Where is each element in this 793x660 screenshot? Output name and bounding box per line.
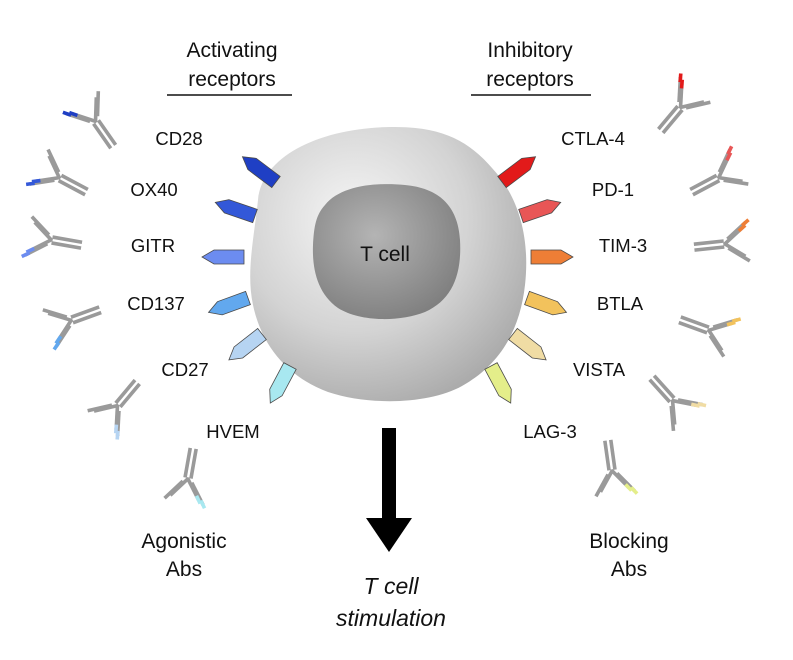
receptor-label-hvem: HVEM <box>206 421 259 442</box>
receptor-label-cd27: CD27 <box>161 359 208 380</box>
agonistic-label-line1: Agonistic <box>141 530 226 553</box>
receptor-cd27 <box>228 327 267 361</box>
inhibitory-header-line1: Inhibitory <box>487 39 573 62</box>
agonistic-abs-label: Agonistic Abs <box>141 530 226 581</box>
antibody-layer <box>20 73 751 510</box>
activating-header-line1: Activating <box>186 39 277 62</box>
agonistic-antibody-cd27 <box>87 378 141 440</box>
receptor-btla <box>524 290 568 316</box>
t-cell: T cell <box>250 126 527 402</box>
blocking-antibody-tim3 <box>693 218 751 263</box>
blocking-label-line2: Abs <box>611 558 647 581</box>
receptor-label-lag3: LAG-3 <box>523 421 576 442</box>
result-label-line2: stimulation <box>336 605 446 631</box>
receptor-ctla4 <box>497 156 537 189</box>
receptor-label-tim3: TIM-3 <box>599 235 647 256</box>
receptor-pd1 <box>518 199 562 224</box>
inhibitory-header-line2: receptors <box>486 68 574 91</box>
result-label-line1: T cell <box>364 573 420 599</box>
blocking-antibody-lag3 <box>594 439 639 498</box>
arrow-head <box>366 518 412 552</box>
receptor-label-gitr: GITR <box>131 235 175 256</box>
receptor-label-cd137: CD137 <box>127 293 185 314</box>
blocking-antibody-pd1 <box>689 145 749 197</box>
receptor-label-ctla4: CTLA-4 <box>561 128 625 149</box>
blocking-label-line1: Blocking <box>589 530 668 553</box>
receptor-label-pd1: PD-1 <box>592 179 634 200</box>
inhibitory-receptor-labels: CTLA-4 PD-1 TIM-3 BTLA VISTA LAG-3 <box>523 128 647 442</box>
agonistic-antibody-cd137 <box>42 305 102 351</box>
agonistic-antibody-cd28 <box>62 91 118 150</box>
receptor-tim3 <box>530 249 574 265</box>
receptor-lag3 <box>484 362 512 404</box>
receptor-cd137 <box>207 290 251 316</box>
activating-header-line2: receptors <box>188 68 276 91</box>
activating-receptor-labels: CD28 OX40 GITR CD137 CD27 HVEM <box>127 128 260 442</box>
receptor-cd28 <box>241 156 281 189</box>
receptor-gitr <box>201 249 245 265</box>
arrow-shaft <box>382 428 396 520</box>
t-cell-stimulation-label: T cell stimulation <box>336 573 446 631</box>
stimulation-arrow <box>366 428 412 552</box>
receptor-ox40 <box>214 199 258 224</box>
agonistic-antibody-hvem <box>163 447 207 510</box>
receptor-vista <box>508 327 547 361</box>
agonistic-antibody-ox40 <box>25 148 89 197</box>
agonistic-antibody-gitr <box>20 215 83 259</box>
receptor-label-cd28: CD28 <box>155 128 202 149</box>
activating-receptors-header: Activating receptors <box>167 39 292 96</box>
receptor-label-ox40: OX40 <box>130 179 177 200</box>
blocking-antibody-ctla4 <box>657 73 711 135</box>
receptor-hvem <box>269 362 297 404</box>
cell-label: T cell <box>360 243 410 266</box>
blocking-antibody-btla <box>678 315 742 358</box>
receptor-label-vista: VISTA <box>573 359 626 380</box>
blocking-abs-label: Blocking Abs <box>589 530 668 581</box>
inhibitory-receptors-header: Inhibitory receptors <box>471 39 591 96</box>
receptor-layer <box>201 156 574 404</box>
agonistic-label-line2: Abs <box>166 558 202 581</box>
receptor-label-btla: BTLA <box>597 293 644 314</box>
blocking-antibody-vista <box>648 374 707 432</box>
nucleus <box>312 184 461 320</box>
